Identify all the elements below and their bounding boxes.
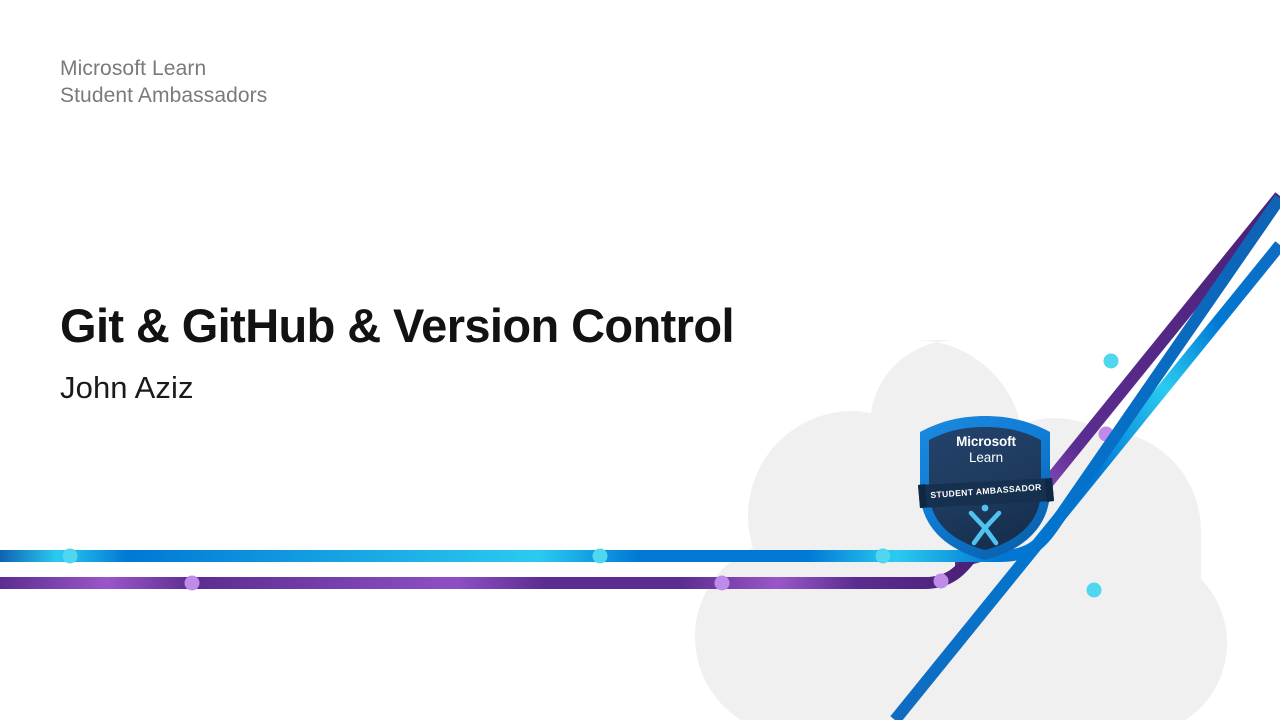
track-node-dot xyxy=(1086,582,1102,598)
badge-text-overlay: Microsoft Learn STUDENT AMBASSADOR xyxy=(918,416,1054,562)
badge-shield xyxy=(918,416,1054,560)
person-head-dot xyxy=(981,504,989,512)
track-node-dot xyxy=(184,575,200,591)
track-node-dot xyxy=(1103,353,1119,369)
student-ambassador-person-icon xyxy=(968,510,1002,546)
brand-line-microsoft-learn: Microsoft Learn xyxy=(60,57,207,80)
track-node-dot xyxy=(933,573,949,589)
badge-learn-label: Learn xyxy=(968,450,1004,465)
brand-line-student-ambassadors: Student Ambassadors xyxy=(60,83,268,107)
badge-microsoft-label: Microsoft xyxy=(956,434,1016,449)
track-node-dot xyxy=(592,548,608,564)
title-block: Git & GitHub & Version Control John Aziz xyxy=(60,299,900,405)
track-node-dot xyxy=(1098,426,1114,442)
page-title: Git & GitHub & Version Control xyxy=(60,299,735,352)
badge-ribbon-label: STUDENT AMBASSADOR xyxy=(930,481,1042,501)
blue-track-diagonal-lower xyxy=(890,241,1280,720)
track-node-dot xyxy=(62,548,78,564)
purple-track-diagonal xyxy=(954,192,1280,566)
presenter-name: John Aziz xyxy=(60,369,194,405)
purple-track-horizontal xyxy=(0,552,977,591)
track-node-dot xyxy=(875,548,891,564)
track-node-dot xyxy=(714,575,730,591)
brand-lockup: Microsoft Learn Student Ambassadors xyxy=(60,56,267,110)
